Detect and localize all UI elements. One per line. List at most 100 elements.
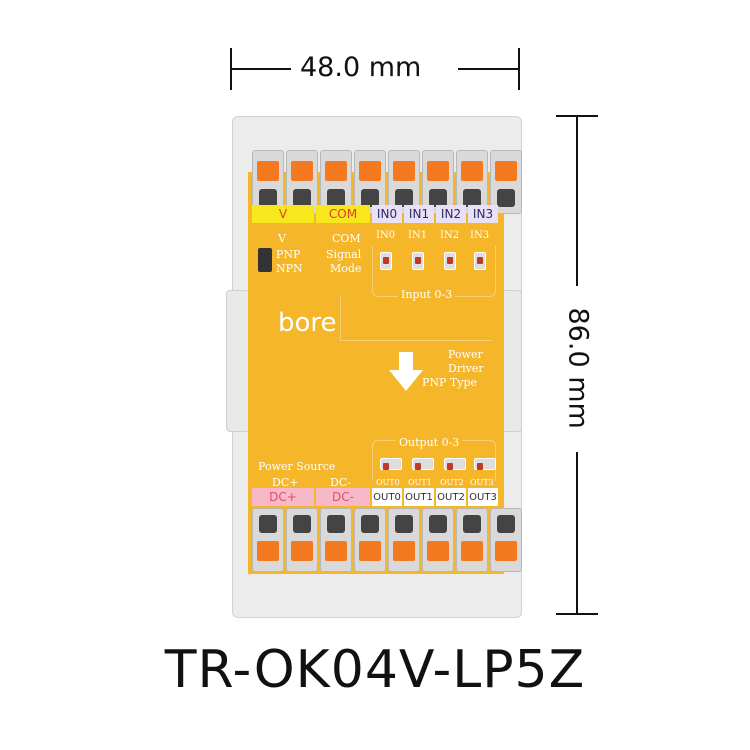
wire-hole-icon — [259, 515, 277, 533]
silk-driver-line2: Driver — [448, 362, 484, 375]
rail-clip-left — [226, 290, 250, 432]
lever-icon — [393, 161, 415, 181]
terminal[interactable] — [354, 150, 386, 214]
wire-hole-icon — [395, 189, 413, 207]
led-out3-icon — [474, 458, 496, 470]
width-label: 48.0 mm — [300, 52, 422, 83]
terminal[interactable] — [388, 150, 420, 214]
led-in3-icon — [474, 252, 486, 270]
terminal[interactable] — [422, 150, 454, 214]
silk-output-range: Output 0-3 — [396, 436, 463, 449]
silk-out0: OUT0 — [376, 478, 400, 487]
silk-in0: IN0 — [376, 230, 396, 241]
led-out1-icon — [412, 458, 434, 470]
terminal[interactable] — [388, 508, 420, 572]
terminal[interactable] — [490, 508, 522, 572]
model-name: TR-OK04V-LP5Z — [164, 640, 586, 700]
lever-icon — [359, 541, 381, 561]
label-out3: OUT3 — [468, 488, 498, 506]
label-in3: IN3 — [468, 205, 498, 223]
wire-hole-icon — [463, 515, 481, 533]
label-dcm: DC- — [316, 488, 370, 506]
lever-icon — [291, 161, 313, 181]
lever-icon — [427, 541, 449, 561]
silk-npn: NPN — [276, 262, 303, 275]
lever-icon — [325, 161, 347, 181]
label-out1: OUT1 — [404, 488, 434, 506]
silk-out2: OUT2 — [440, 478, 464, 487]
silk-dcm: DC- — [330, 476, 351, 489]
silk-v: V — [278, 232, 286, 245]
width-tick-right — [518, 48, 520, 90]
height-line-top — [576, 116, 578, 286]
wire-hole-icon — [327, 515, 345, 533]
lever-icon — [461, 541, 483, 561]
top-terminal-block — [252, 150, 522, 214]
wire-hole-icon — [429, 189, 447, 207]
height-tick-bottom — [556, 613, 598, 615]
silk-mode: Mode — [330, 262, 362, 275]
label-in1: IN1 — [404, 205, 434, 223]
lever-icon — [291, 541, 313, 561]
wire-hole-icon — [361, 189, 379, 207]
label-com: COM — [316, 205, 370, 223]
label-in2: IN2 — [436, 205, 466, 223]
led-out0-icon — [380, 458, 402, 470]
label-out0: OUT0 — [372, 488, 402, 506]
silk-driver-line3: PNP Type — [422, 376, 478, 389]
silk-driver-line1: Power — [448, 348, 483, 361]
height-line-bottom — [576, 452, 578, 614]
silk-com: COM — [332, 232, 361, 245]
silk-in1: IN1 — [408, 230, 428, 241]
width-line-right — [458, 68, 519, 70]
wire-hole-icon — [259, 189, 277, 207]
wire-hole-icon — [395, 515, 413, 533]
circuit-board — [248, 172, 504, 574]
silk-in2: IN2 — [440, 230, 460, 241]
label-out2: OUT2 — [436, 488, 466, 506]
lever-icon — [257, 161, 279, 181]
lever-icon — [495, 161, 517, 181]
terminal[interactable] — [422, 508, 454, 572]
silk-pnp: PNP — [276, 248, 301, 261]
label-in0: IN0 — [372, 205, 402, 223]
led-in0-icon — [380, 252, 392, 270]
terminal[interactable] — [286, 508, 318, 572]
label-dcp: DC+ — [252, 488, 314, 506]
terminal[interactable] — [456, 150, 488, 214]
terminal[interactable] — [252, 508, 284, 572]
lever-icon — [495, 541, 517, 561]
wire-hole-icon — [463, 189, 481, 207]
silk-in3: IN3 — [470, 230, 490, 241]
silk-out1: OUT1 — [408, 478, 432, 487]
down-arrow-icon — [389, 352, 423, 391]
brand-logo: bore — [278, 308, 337, 338]
terminal[interactable] — [286, 150, 318, 214]
mode-jumper-icon[interactable] — [258, 248, 272, 272]
lever-icon — [461, 161, 483, 181]
led-out2-icon — [444, 458, 466, 470]
terminal[interactable] — [252, 150, 284, 214]
wire-hole-icon — [429, 515, 447, 533]
silk-power-source: Power Source — [258, 460, 336, 473]
lever-icon — [325, 541, 347, 561]
led-in2-icon — [444, 252, 456, 270]
wire-hole-icon — [497, 515, 515, 533]
bottom-terminal-block — [252, 508, 522, 572]
wire-hole-icon — [361, 515, 379, 533]
terminal[interactable] — [490, 150, 522, 214]
lever-icon — [427, 161, 449, 181]
led-in1-icon — [412, 252, 424, 270]
silk-signal: Signal — [326, 248, 362, 261]
height-label: 86.0 mm — [562, 307, 594, 429]
silk-dcp: DC+ — [272, 476, 299, 489]
width-line-left — [231, 68, 291, 70]
wire-hole-icon — [293, 189, 311, 207]
terminal[interactable] — [320, 508, 352, 572]
lever-icon — [359, 161, 381, 181]
label-v: V — [252, 205, 314, 223]
wire-hole-icon — [293, 515, 311, 533]
terminal[interactable] — [354, 508, 386, 572]
wire-hole-icon — [497, 189, 515, 207]
terminal[interactable] — [456, 508, 488, 572]
